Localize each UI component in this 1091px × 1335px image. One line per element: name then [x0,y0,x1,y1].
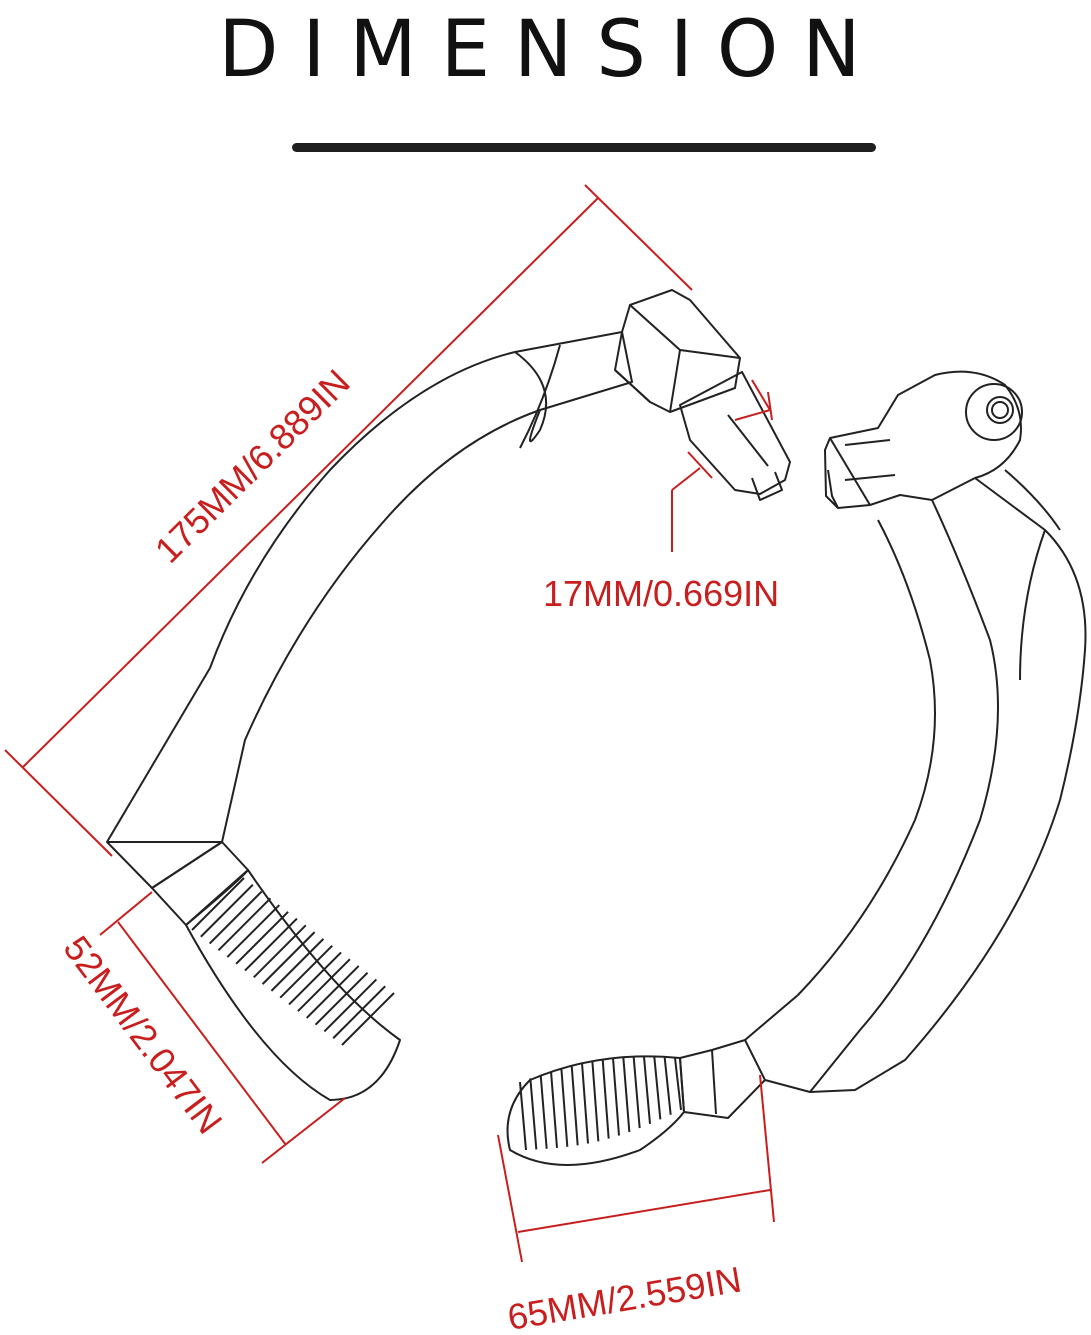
grip-rib [581,1062,589,1144]
grip-rib [653,1057,662,1120]
grip-rib [529,1078,538,1150]
grip-rib [341,992,395,1046]
grip-rib [560,1068,569,1147]
grip-rib [235,911,289,965]
grip-rib [632,1056,641,1129]
grip-rib [279,944,333,999]
right-lever-guard [506,370,1087,1166]
left-lever-guard [106,289,791,1101]
right-grip-ribs [519,1056,682,1151]
grip-rib [612,1058,620,1136]
grip-rib [539,1074,548,1149]
grip-rib [674,1057,682,1111]
grip-rib [244,917,298,972]
grip-rib [663,1057,672,1115]
grip-rib [323,978,378,1033]
dimension-label-grip-span: 65MM/2.559IN [505,1258,745,1335]
grip-rib [208,890,263,945]
page-title: DIMENSION [218,5,885,95]
grip-rib [200,884,254,938]
grip-rib [332,985,386,1039]
grip-rib [288,951,342,1006]
grip-rib [314,971,369,1026]
grip-rib [643,1056,651,1124]
grip-rib [305,965,360,1019]
grip-rib [519,1081,527,1151]
dimension-lines [4,184,775,1263]
grip-rib [191,877,245,931]
dimension-label-mount-width: 17MM/0.669IN [543,573,779,614]
grip-rib [622,1057,631,1133]
grip-rib [550,1071,558,1148]
grip-rib [226,904,281,958]
grip-rib [591,1060,600,1142]
title-underline [292,143,876,152]
grip-rib [570,1065,579,1146]
grip-rib [217,897,272,952]
grip-rib [297,958,351,1012]
grip-rib [270,938,325,992]
dimension-label-grip-length: 52MM/2.047IN [56,928,231,1141]
grip-rib [253,924,307,979]
left-grip-ribs [191,877,395,1046]
grip-rib [601,1059,610,1139]
grip-rib [261,931,316,985]
